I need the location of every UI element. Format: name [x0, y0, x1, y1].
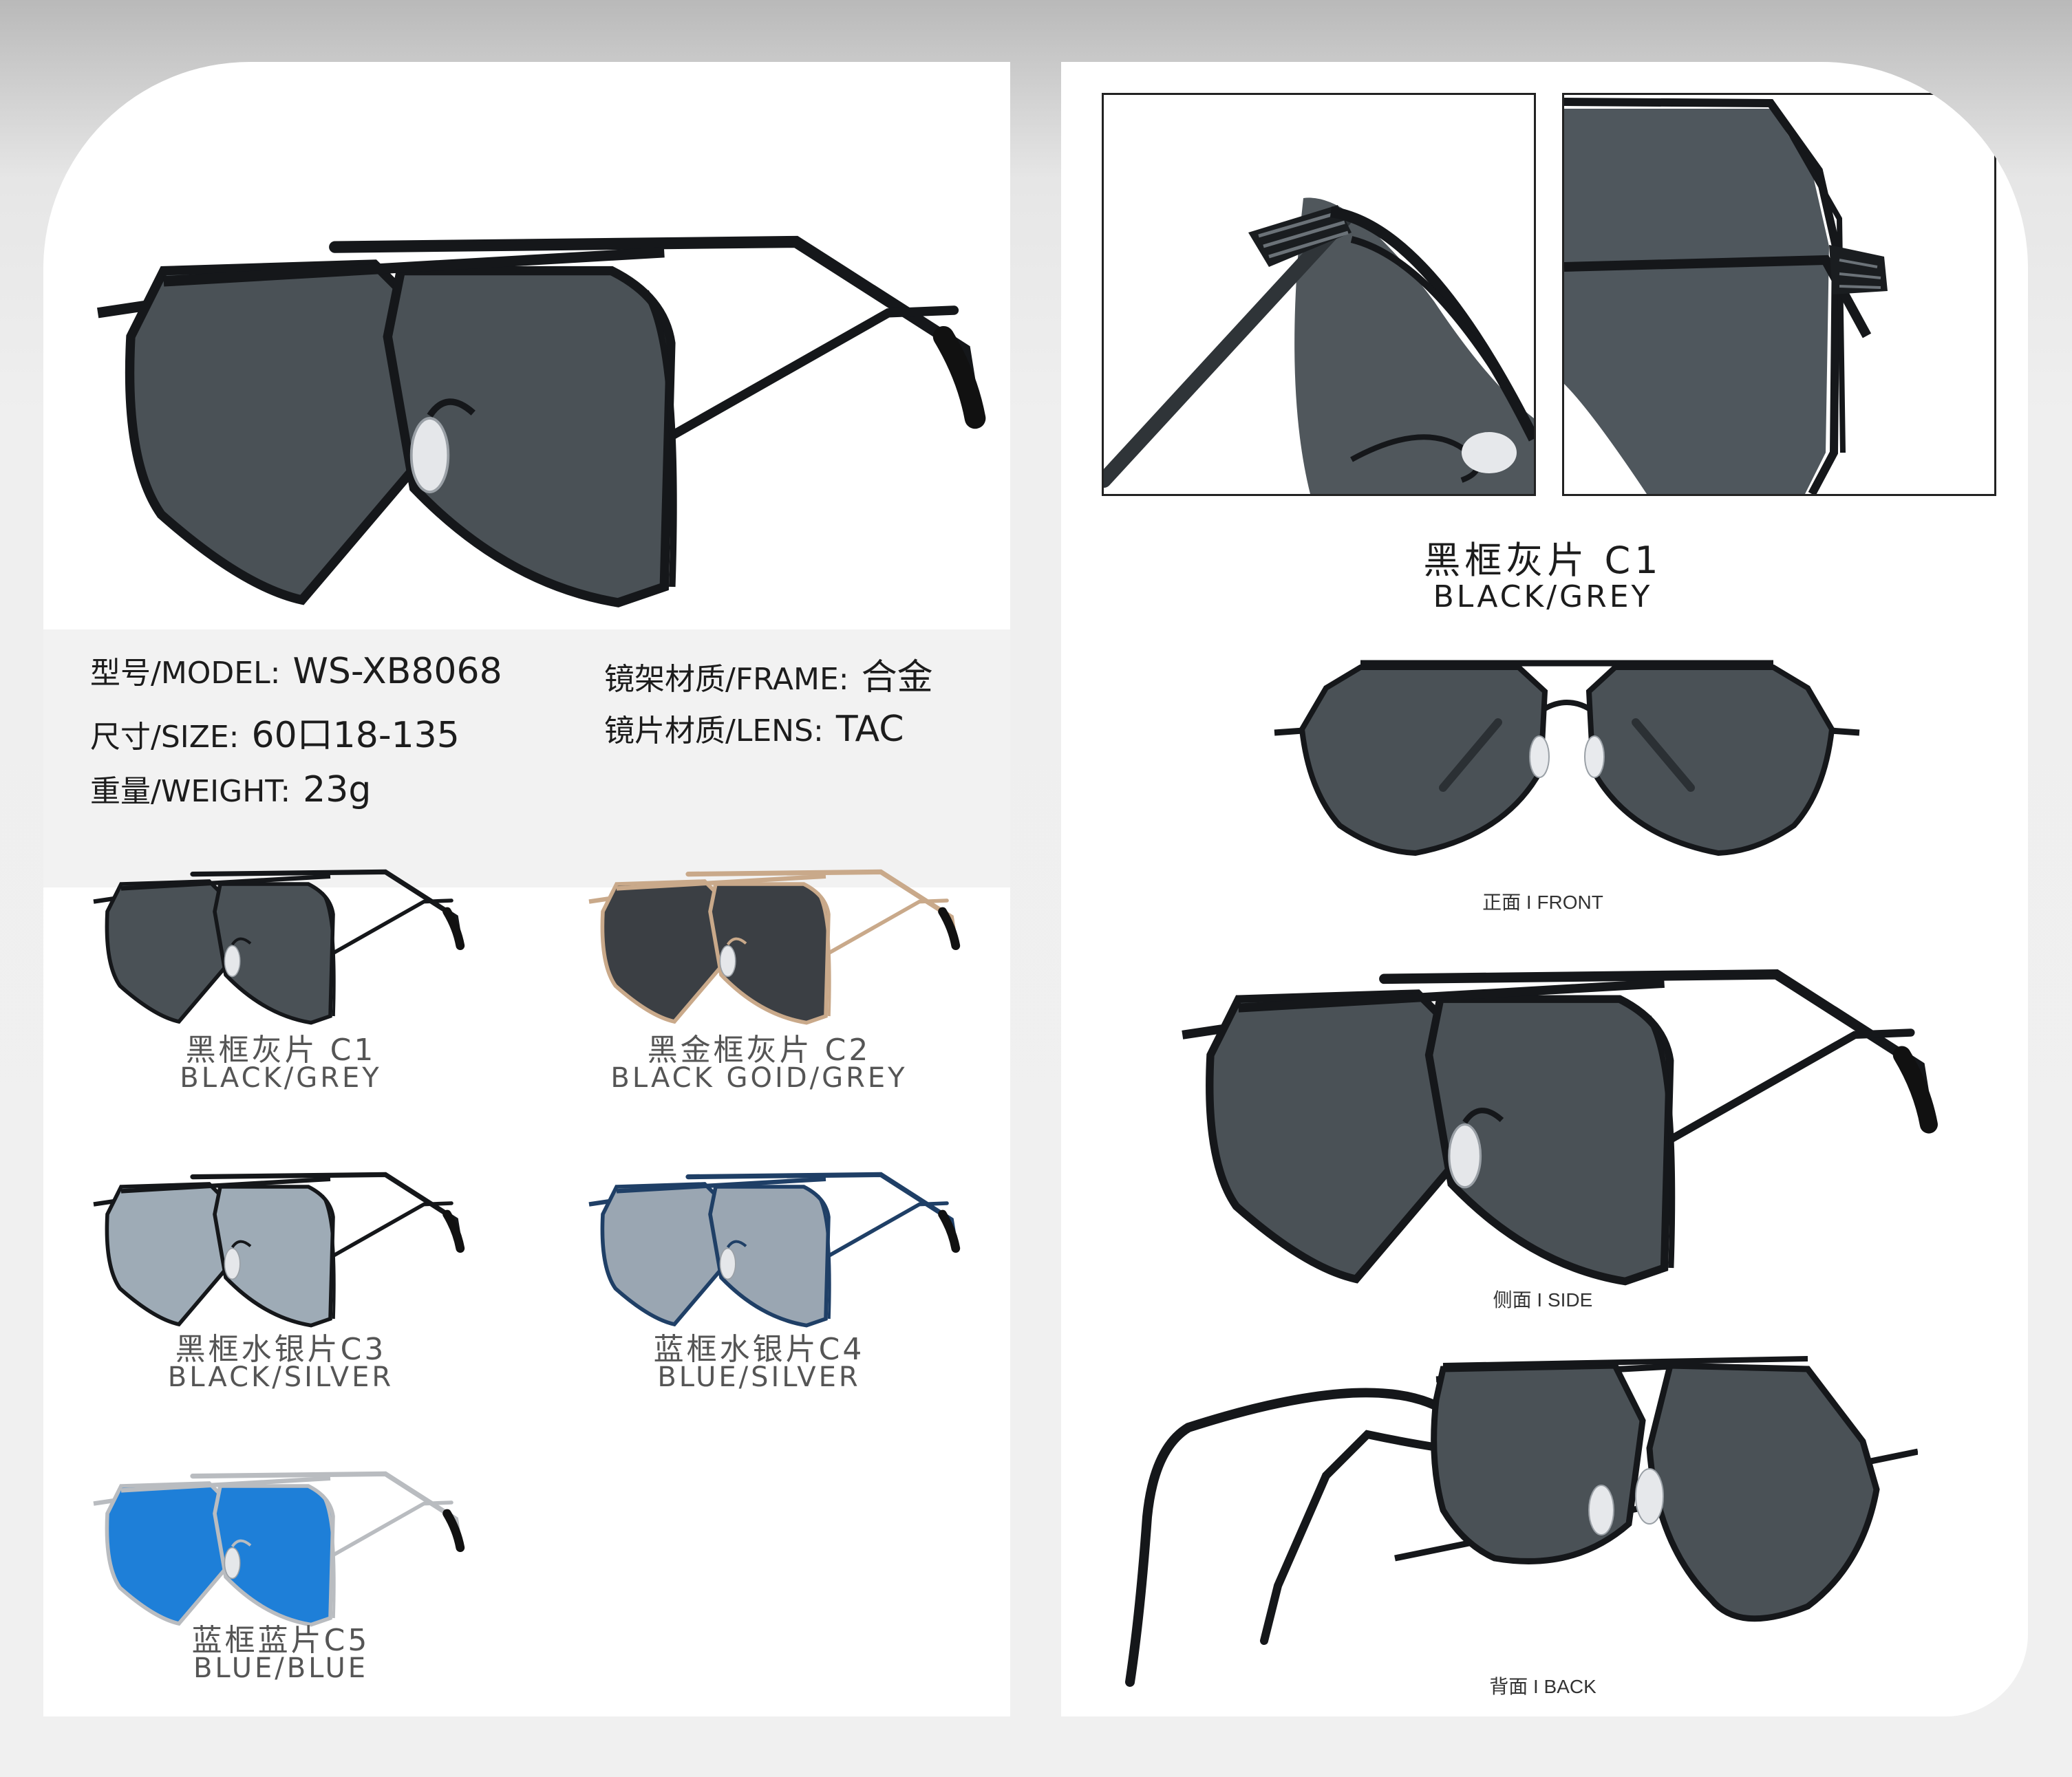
- variant-c5-name: 蓝框蓝片C5: [191, 1623, 370, 1658]
- variant-c4-image: [584, 1139, 969, 1345]
- variant-c5-image: [88, 1438, 473, 1644]
- lens-closeup-image: [1564, 98, 1888, 494]
- size-spec: 尺寸/SIZE:60口18-135: [90, 715, 460, 756]
- weight-spec: 重量/WEIGHT:23g: [90, 769, 372, 810]
- variant-c3-color: BLACK/SILVER: [167, 1361, 394, 1393]
- detail-title-cn: 黑框灰片 C1: [1423, 539, 1663, 582]
- hinge-closeup-image: [1104, 197, 1534, 494]
- side-view-image: [1171, 918, 1956, 1304]
- variant-c1-image: [88, 836, 473, 1042]
- variant-c4-name: 蓝框水银片C4: [653, 1332, 865, 1367]
- detail-title-en: BLACK/GREY: [1433, 579, 1653, 614]
- lens-closeup: [1562, 93, 1996, 496]
- frame-spec: 镜架材质/FRAME:合金: [604, 657, 933, 698]
- hero-glasses-image: [85, 179, 1007, 626]
- lens-spec: 镜片材质/LENS:TAC: [604, 709, 904, 750]
- variant-c3-name: 黑框水银片C3: [175, 1332, 387, 1367]
- variant-c5-color: BLUE/BLUE: [193, 1652, 369, 1684]
- variant-c1-name: 黑框灰片 C1: [185, 1033, 376, 1068]
- variant-c4-color: BLUE/SILVER: [657, 1361, 861, 1393]
- hinge-closeup: [1102, 93, 1536, 496]
- front-view-image: [1271, 654, 1863, 867]
- side-view-caption: 侧面 I SIDE: [1493, 1289, 1593, 1311]
- front-view-caption: 正面 I FRONT: [1482, 892, 1603, 913]
- back-view-caption: 背面 I BACK: [1489, 1676, 1596, 1697]
- left-panel: 型号/MODEL:WS-XB8068 尺寸/SIZE:60口18-135 重量/…: [43, 62, 1010, 1716]
- variant-c1-color: BLACK/GREY: [180, 1062, 382, 1094]
- variant-c3-image: [88, 1139, 473, 1345]
- back-view-image: [1120, 1338, 1918, 1696]
- model-spec: 型号/MODEL:WS-XB8068: [90, 651, 502, 692]
- variant-c2-name: 黑金框灰片 C2: [647, 1033, 871, 1068]
- spec-band: [43, 629, 1010, 887]
- variant-c2-image: [584, 836, 969, 1042]
- right-panel: 黑框灰片 C1 BLACK/GREY 正面 I FRONT 侧面 I SIDE …: [1061, 62, 2028, 1716]
- variant-c2-color: BLACK GOID/GREY: [610, 1062, 908, 1094]
